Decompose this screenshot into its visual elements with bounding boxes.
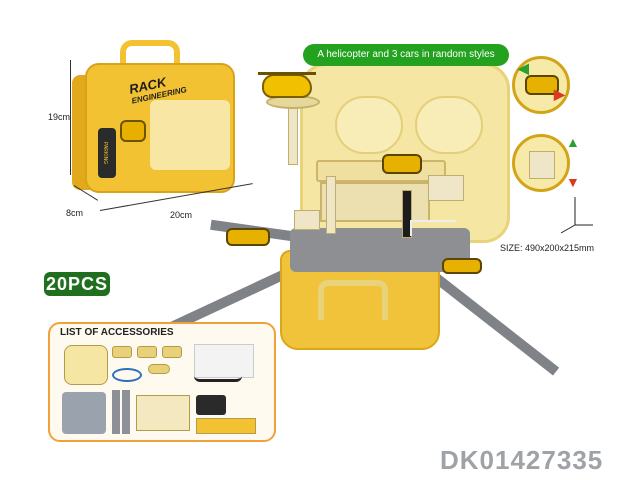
accessory-helicopter <box>148 364 170 374</box>
railing <box>410 220 456 236</box>
parking-floor <box>290 228 470 272</box>
callout-elevator <box>529 151 555 179</box>
accessory-building-panel <box>196 418 256 434</box>
right-arrow-icon: ▶ <box>554 86 565 102</box>
helipad-pole <box>288 105 298 165</box>
case-handle <box>120 40 180 70</box>
accessory-car-1 <box>112 346 132 358</box>
lid-recess-left <box>335 96 403 154</box>
accessory-small-parts <box>136 395 190 431</box>
accessory-car-2 <box>137 346 157 358</box>
feature-callout-truck <box>512 56 570 114</box>
accessory-floor-plate <box>62 392 106 434</box>
pillar-sign <box>402 190 412 238</box>
helicopter-cars-callout: A helicopter and 3 cars in random styles <box>303 44 509 66</box>
right-ramp <box>426 269 560 376</box>
height-dimension-line <box>70 60 71 175</box>
accessory-lid <box>64 345 108 385</box>
case-window <box>150 100 230 170</box>
accessories-title: LIST OF ACCESSORIES <box>60 327 174 338</box>
feature-callout-elevator <box>512 134 570 192</box>
down-arrow-icon: ▼ <box>566 174 580 190</box>
accessory-stickers <box>194 344 254 378</box>
left-arrow-icon: ◀ <box>518 60 529 76</box>
depth-dimension-label: 8cm <box>66 208 84 218</box>
height-dimension-label: 19cm <box>48 112 71 122</box>
accessory-parking-sign <box>196 395 226 415</box>
accessory-ramp-2 <box>122 390 130 434</box>
helicopter-rotor <box>258 72 316 75</box>
base-handle <box>318 280 388 320</box>
callout-truck <box>525 75 559 95</box>
up-arrow-icon: ▲ <box>566 134 580 150</box>
accessory-curve-track <box>194 376 242 382</box>
width-dimension-label: 20cm <box>170 210 193 220</box>
side-shelf <box>428 175 464 201</box>
product-size-label: SIZE: 490x200x215mm <box>500 243 595 253</box>
parking-sign: PARKING <box>98 128 116 178</box>
lid-recess-right <box>415 96 483 154</box>
elevator-box <box>294 210 320 230</box>
truck-left <box>226 228 270 246</box>
truck-top <box>382 154 422 174</box>
garage-middle-level <box>320 182 430 222</box>
pieces-count-badge: 20PCS <box>44 272 110 296</box>
accessory-cable <box>112 368 142 382</box>
axes-icon <box>560 197 593 234</box>
product-code: DK01427335 <box>440 445 604 475</box>
car-right <box>442 258 482 274</box>
accessory-ramp-1 <box>112 390 120 434</box>
parking-sign-label: PARKING <box>102 142 108 165</box>
pillar-left <box>326 176 336 234</box>
accessory-car-3 <box>162 346 182 358</box>
helicopter-toy <box>262 74 312 98</box>
box-toy-car <box>120 120 146 142</box>
